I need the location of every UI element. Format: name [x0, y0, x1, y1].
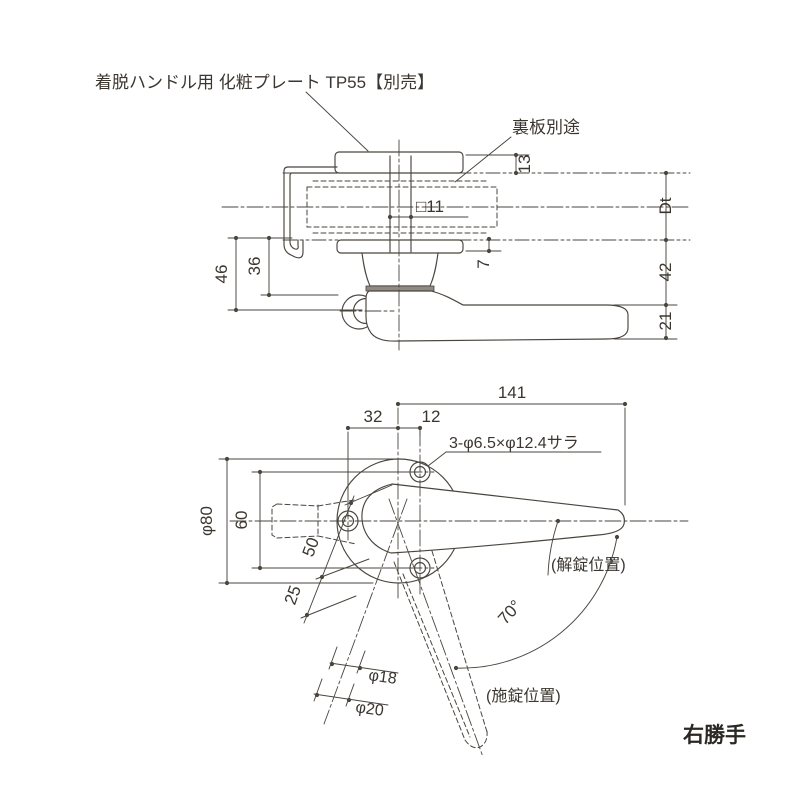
door-edge-bracket [283, 166, 338, 259]
dim-46: 46 [212, 235, 363, 313]
locked-lever-axis [388, 498, 484, 758]
svg-text:(解錠位置): (解錠位置) [551, 556, 626, 574]
grip-axis [323, 498, 408, 725]
svg-text:70°: 70° [494, 596, 525, 628]
plate-label: 着脱ハンドル用 化粧プレート TP55【別売】 [95, 73, 434, 92]
svg-text:32: 32 [364, 407, 383, 426]
dim-25: 25 [281, 583, 305, 607]
dim-7: 7 [465, 236, 502, 269]
svg-text:13: 13 [515, 155, 534, 174]
locked-position-label: (施錠位置) [486, 687, 561, 705]
svg-text:3-φ6.5×φ12.4サラ: 3-φ6.5×φ12.4サラ [449, 435, 579, 452]
svg-text:60: 60 [232, 511, 251, 530]
dim-60: 60 [232, 469, 407, 571]
rose-plate-outline [336, 239, 464, 254]
dim-door-thickness: Dt [656, 197, 675, 214]
svg-text:46: 46 [212, 265, 231, 284]
front-view: 141 32 12 3-φ6.5×φ12.4サラ φ80 60 [197, 383, 689, 758]
square-spindle-label: □11 [416, 197, 444, 216]
svg-text:141: 141 [498, 383, 526, 402]
backplate-label-leader [454, 136, 512, 183]
handle-neck [361, 252, 439, 287]
handing-label: 右勝手 [683, 723, 746, 747]
dim-141: 141 [395, 383, 628, 506]
lever-unlocked-outline [361, 483, 625, 554]
svg-text:7: 7 [474, 259, 493, 268]
screw-hole-note: 3-φ6.5×φ12.4サラ [427, 435, 602, 467]
lever-side-outline [365, 290, 629, 342]
dim-36: 36 [245, 235, 339, 298]
dim-13: 13 [465, 152, 534, 176]
svg-text:φ80: φ80 [197, 506, 216, 536]
dim-50: 50 [299, 535, 323, 559]
dim-rotation-angle: 70° [453, 534, 620, 671]
svg-text:φ18: φ18 [367, 667, 397, 688]
dim-21: 21 [656, 312, 675, 331]
dim-right-stack: Dt 42 21 [613, 170, 678, 341]
unlocked-position: (解錠位置) [547, 518, 626, 576]
dim-42: 42 [656, 263, 675, 282]
plate-label-leader [305, 91, 369, 152]
svg-text:12: 12 [422, 407, 441, 426]
dim-phi18: φ18 [328, 646, 399, 688]
dim-phi80: φ80 [197, 456, 399, 586]
svg-text:36: 36 [245, 257, 264, 276]
dim-32: 32 [345, 407, 401, 508]
dim-12: 12 [397, 407, 441, 437]
side-view: 着脱ハンドル用 化粧プレート TP55【別売】 裏板別途 □11 46 36 1… [95, 73, 691, 351]
svg-text:φ20: φ20 [354, 699, 384, 720]
backing-plate-hidden [306, 186, 498, 228]
lever-locked-phantom [393, 550, 488, 749]
neck-joint-band [365, 285, 435, 292]
dim-phi20: φ20 [313, 678, 389, 720]
backplate-label: 裏板別途 [512, 117, 580, 137]
